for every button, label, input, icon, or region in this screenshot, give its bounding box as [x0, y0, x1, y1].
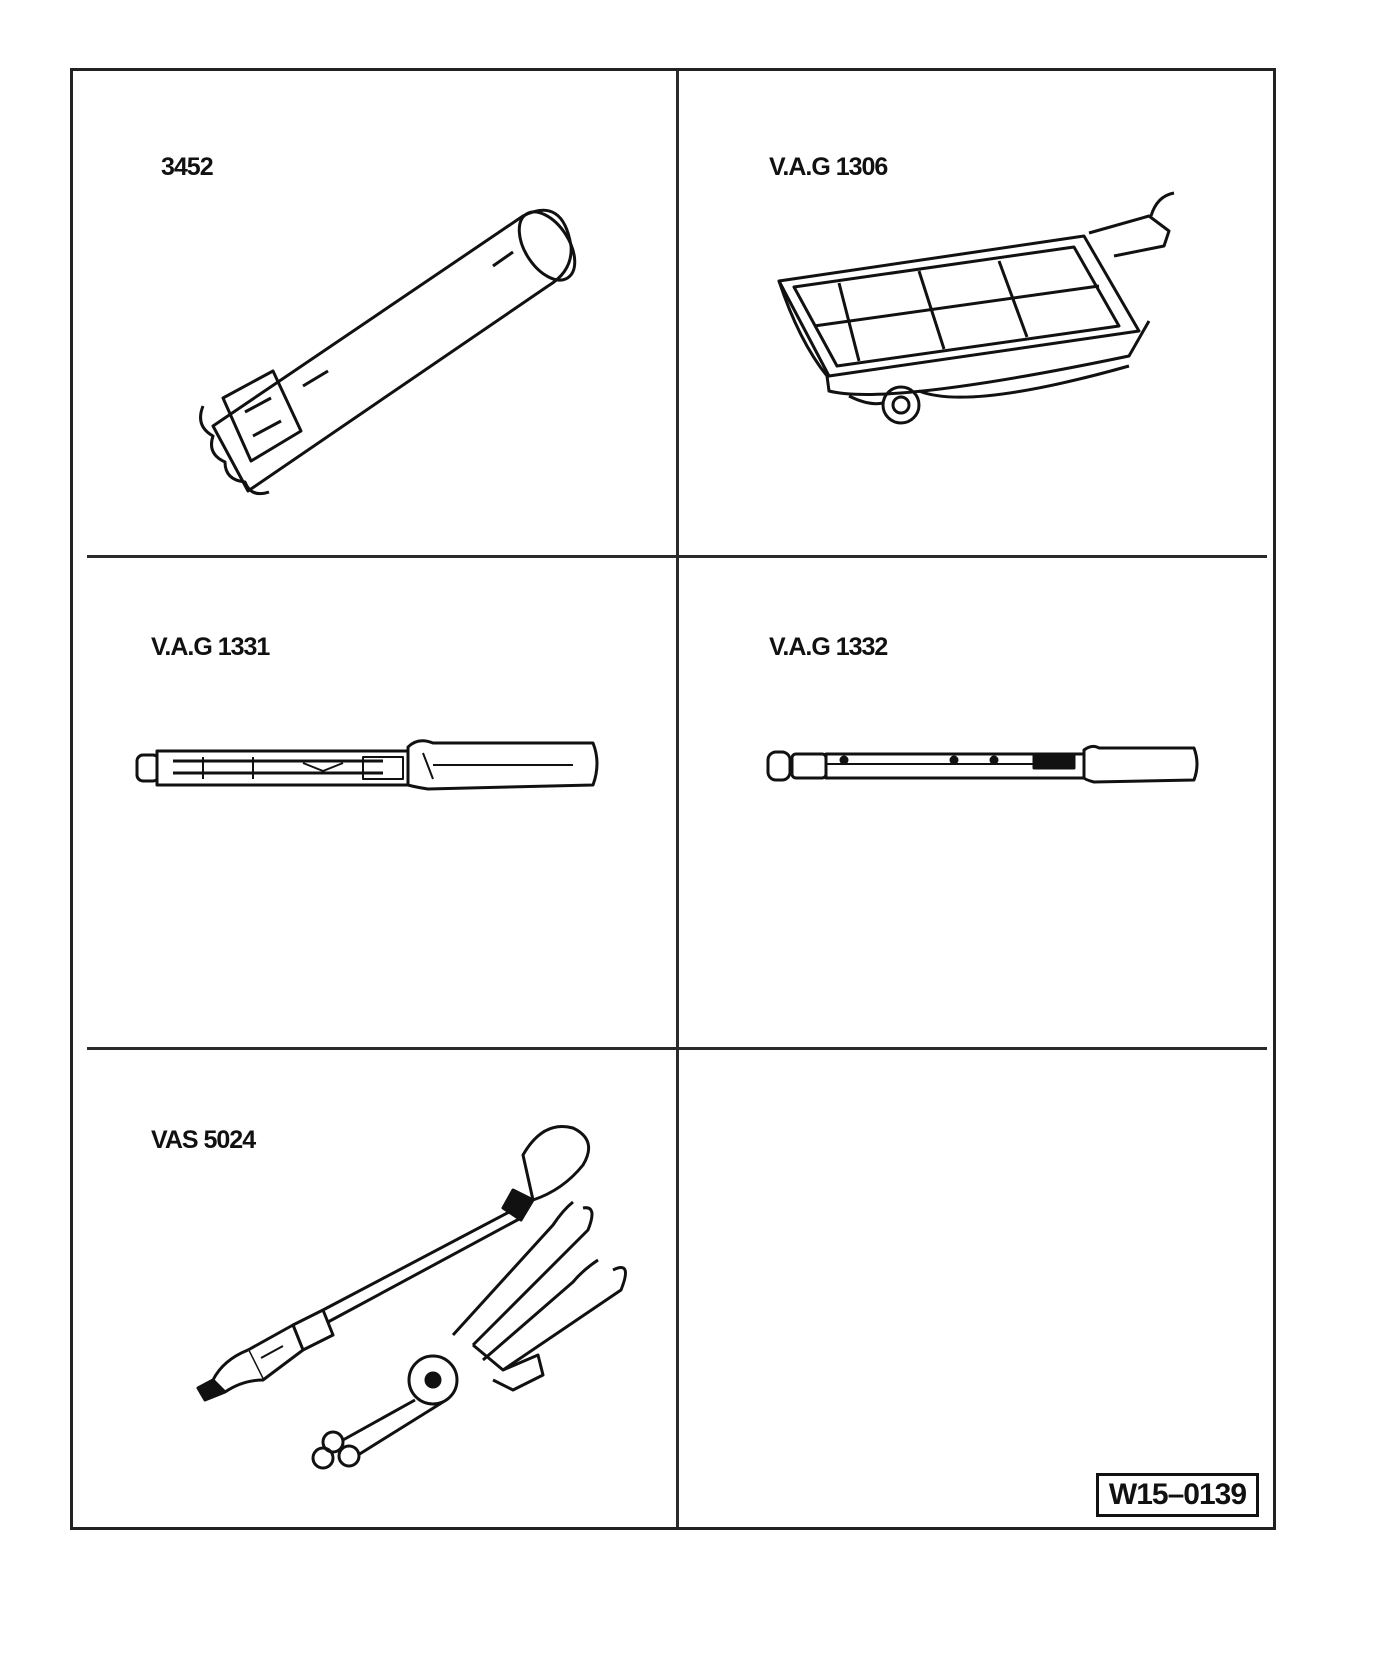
tool-label: VAS 5024	[151, 1126, 256, 1154]
tool-cell-vas-5024: VAS 5024	[73, 1050, 676, 1530]
grid-divider-row-2	[87, 1047, 1267, 1050]
tool-cell-vag-1332: V.A.G 1332	[679, 558, 1279, 1047]
torque-wrench-large-icon	[766, 744, 1199, 784]
splined-socket-icon	[199, 208, 577, 496]
tool-label: V.A.G 1332	[769, 633, 888, 661]
drain-pan-icon	[777, 191, 1175, 425]
grid-divider-row-1	[87, 555, 1267, 558]
grid-divider-vertical	[676, 71, 679, 1527]
tool-cell-vag-1331: V.A.G 1331	[73, 558, 676, 1047]
special-tools-sheet: 3452 V.A.G 1306	[70, 68, 1276, 1530]
tool-cell-vag-1306: V.A.G 1306	[679, 71, 1279, 555]
tool-label: 3452	[161, 153, 214, 181]
tool-label: V.A.G 1306	[769, 153, 888, 181]
figure-reference-code: W15–0139	[1095, 1473, 1259, 1517]
tool-label: V.A.G 1331	[151, 633, 270, 661]
torque-wrench-icon	[135, 739, 599, 791]
hose-clip-pliers-icon	[196, 1125, 627, 1470]
tool-cell-3452: 3452	[73, 71, 676, 555]
